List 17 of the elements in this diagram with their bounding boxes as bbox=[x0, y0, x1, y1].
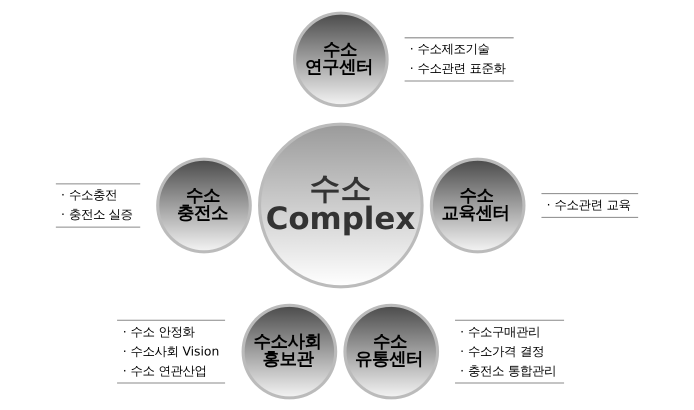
node-label: · 수소사회 Vision bbox=[122, 344, 220, 358]
node-label: · 수소충전 bbox=[60, 187, 117, 202]
node-circle: 수소사회 홍보관 bbox=[242, 303, 338, 399]
node-label: · 충전소 통합관리 bbox=[460, 363, 556, 378]
node-circle: 수소 교육센터 bbox=[430, 157, 526, 253]
node-circle: 수소 Complex bbox=[258, 122, 424, 288]
node-circle: 수소 연구센터 bbox=[292, 11, 389, 107]
node-circle: 수소 유통센터 bbox=[343, 303, 440, 399]
node-label: · 수소가격 결정 bbox=[460, 344, 544, 358]
node-label: · 충전소 실증 bbox=[60, 206, 133, 221]
node-label: · 수소 안정화 bbox=[122, 324, 194, 338]
node-circle: 수소 충전소 bbox=[156, 157, 252, 253]
node-label: · 수소관련 표준화 bbox=[410, 60, 506, 75]
node-label: · 수소 연관산업 bbox=[122, 363, 206, 378]
node-label: · 수소구매관리 bbox=[460, 324, 540, 338]
node-label: · 수소관련 교육 bbox=[546, 198, 630, 212]
node-label: · 수소제조기술 bbox=[410, 41, 490, 56]
